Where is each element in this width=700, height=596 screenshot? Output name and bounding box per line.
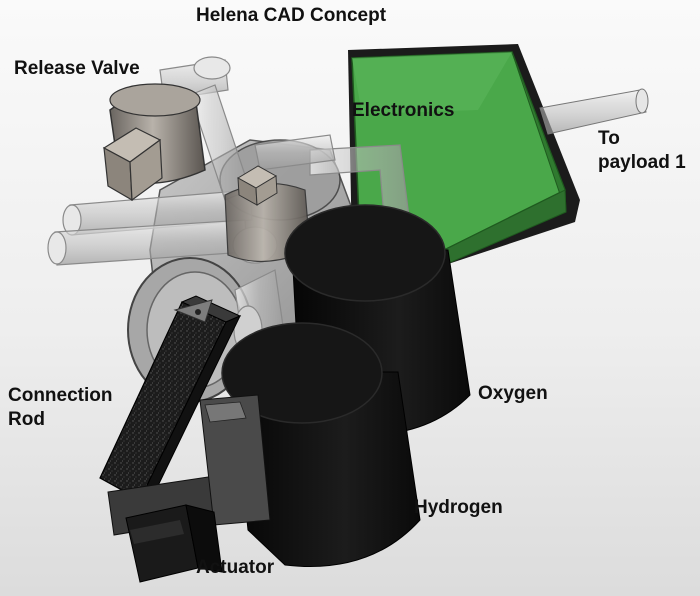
label-to-payload-line2: payload 1 bbox=[598, 152, 686, 173]
label-to-payload-line1: To bbox=[598, 128, 620, 149]
label-connection-rod-line2: Rod bbox=[8, 409, 45, 430]
actuator-block bbox=[125, 504, 223, 583]
label-connection-rod-line1: Connection bbox=[8, 385, 113, 406]
diagram-title: Helena CAD Concept bbox=[196, 5, 387, 26]
payload-tube bbox=[539, 88, 649, 135]
label-oxygen: Oxygen bbox=[478, 383, 548, 404]
connection-rod bbox=[99, 295, 242, 501]
label-actuator: Actuator bbox=[196, 557, 275, 578]
hydrogen-tank bbox=[221, 322, 421, 568]
label-to-payload: To payload 1 bbox=[598, 127, 686, 175]
label-electronics: Electronics bbox=[352, 100, 455, 121]
label-hydrogen: Hydrogen bbox=[414, 497, 503, 518]
label-release-valve: Release Valve bbox=[14, 58, 140, 79]
label-connection-rod: Connection Rod bbox=[8, 384, 113, 432]
release-valve bbox=[102, 83, 206, 202]
